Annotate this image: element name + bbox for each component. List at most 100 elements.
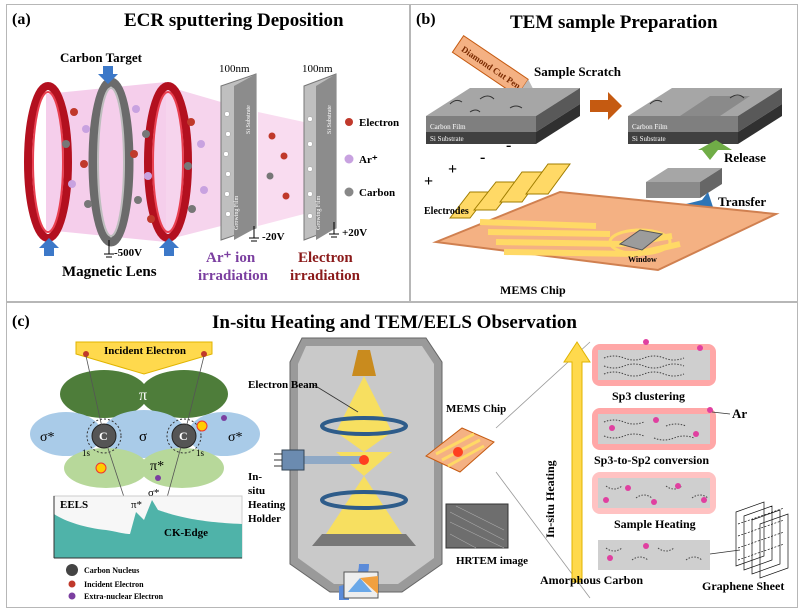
holder-line-4: Holder (248, 513, 281, 525)
panel-b-title: TEM sample Preparation (510, 12, 718, 33)
ar-ion-label-1: Ar⁺ ion (206, 250, 256, 266)
transfer-label: Transfer (718, 194, 766, 209)
panel-c-tag: (c) (12, 313, 30, 330)
panel-c-svg: (c) In-situ Heating and TEM/EELS Observa… (12, 312, 789, 601)
tem-column (289, 337, 443, 600)
heating-arrow (563, 341, 591, 583)
particles (62, 105, 290, 223)
eels-pi-star: π* (131, 499, 142, 511)
carbon-target-ring (88, 77, 134, 247)
release-arrow (698, 140, 732, 160)
in-situ-heating-label: In-situ Heating (543, 460, 557, 538)
eels-sigma-star: σ* (148, 487, 159, 499)
bias-neg500-label: -500V (114, 247, 142, 259)
slab1-si-substrate: Si Substrate (430, 135, 464, 143)
film1-thickness: 100nm (219, 63, 250, 75)
process-arrow-orange (590, 92, 622, 120)
legend-ar: Ar⁺ (359, 154, 378, 166)
ar-label: Ar (732, 406, 747, 421)
panel-b-tag: (b) (416, 11, 436, 28)
legend-electron-dot (345, 118, 353, 126)
holder-line-1: In- (248, 471, 262, 483)
mems-chip-label: MEMS Chip (446, 403, 506, 415)
magnetic-lens-arrow-left (39, 238, 59, 256)
stage-sample-heating (592, 472, 716, 514)
electron-field (258, 112, 304, 226)
sp3-clustering-label: Sp3 clustering (612, 389, 685, 403)
panel-b-svg: (b) TEM sample Preparation Diamond Cut P… (416, 11, 782, 297)
orbital-sigma: σ (139, 429, 147, 445)
released-piece (646, 168, 722, 198)
carbon-target-label: Carbon Target (60, 50, 143, 65)
legend-ar-dot (344, 154, 354, 164)
orbital-pi-star: π* (150, 459, 164, 474)
stage-sp3-sp2 (592, 407, 716, 450)
ion-beam-field (166, 86, 221, 240)
electron-label-2: irradiation (290, 268, 361, 284)
legend-carbon: Carbon (359, 187, 395, 199)
electron-beam-label: Electron Beam (248, 379, 318, 391)
nucleus-right: C (179, 429, 188, 443)
amorphous-carbon-label: Amorphous Carbon (540, 573, 643, 587)
electrodes (448, 163, 571, 219)
sample-slab-2 (628, 88, 782, 144)
graphene-sheets (735, 501, 789, 579)
orbital-pi: π (139, 387, 147, 404)
legend-nucleus-dot (66, 564, 78, 576)
bias-neg500 (104, 240, 114, 258)
electrode-sign-3: - (480, 149, 485, 166)
electrode-sign-2: + (448, 161, 457, 178)
nucleus-left: C (99, 429, 108, 443)
legend-nucleus: Carbon Nucleus (84, 566, 139, 575)
growing-film-1 (220, 73, 257, 241)
film2-si-substrate: Si Substrate (327, 105, 333, 134)
spectrometer (343, 571, 379, 599)
orbital-sigma-star-right: σ* (228, 430, 243, 445)
incident-electron-arrow (75, 341, 213, 375)
heating-holder (274, 449, 369, 471)
sp3-sp2-label: Sp3-to-Sp2 conversion (594, 453, 709, 467)
panel-a-svg: (a) ECR sputtering Deposition 100nm Si S… (12, 10, 399, 284)
film2-growing-film: Growing Film (316, 195, 322, 230)
bias-neg20-label: -20V (262, 231, 285, 243)
carbon-target-arrow (98, 66, 118, 84)
stage-sp3-clustering (592, 339, 716, 386)
electrodes-label: Electrodes (424, 206, 469, 217)
electron-label-1: Electron (298, 250, 353, 266)
panel-a-tag: (a) (12, 11, 31, 28)
magnetic-lens-ring-left (24, 82, 72, 242)
panel-a-title: ECR sputtering Deposition (124, 10, 344, 31)
svg-text:Diamond Cut Pen: Diamond Cut Pen (460, 44, 523, 91)
legend-incident: Incident Electron (84, 580, 144, 589)
stage-amorphous (598, 540, 710, 570)
growing-film-2 (303, 73, 337, 241)
legend-extra: Extra-nuclear Electron (84, 592, 164, 601)
mems-chip (432, 190, 780, 272)
sample-slab-1 (426, 88, 580, 144)
panel-c (6, 302, 798, 608)
electrode-sign-1: + (424, 173, 433, 190)
film1-growing-film: Growing Film (234, 195, 240, 230)
window-label: Window (628, 255, 657, 264)
legend-incident-dot (68, 580, 76, 588)
panel-a (6, 4, 410, 302)
bias-pos20 (329, 222, 339, 238)
electrode-sign-4: - (506, 137, 511, 154)
legend-electron: Electron (359, 117, 399, 129)
eels-label: EELS (60, 499, 88, 511)
bias-neg20 (249, 226, 259, 242)
mems-chip-label: MEMS Chip (500, 283, 566, 297)
film2-thickness: 100nm (302, 63, 333, 75)
orbital-1s-right: 1s (196, 448, 205, 458)
bias-pos20-label: +20V (342, 227, 367, 239)
graphene-sheet-label: Graphene Sheet (702, 579, 784, 593)
sample-heating-label: Sample Heating (614, 517, 696, 531)
slab2-carbon-film: Carbon Film (632, 123, 668, 131)
holder-line-3: Heating (248, 499, 286, 511)
ar-ion-label-2: irradiation (198, 268, 269, 284)
magnetic-lens-label: Magnetic Lens (62, 264, 157, 280)
holder-line-2: situ (248, 485, 265, 497)
orbital-diagram (30, 355, 260, 553)
panel-b (410, 4, 798, 302)
